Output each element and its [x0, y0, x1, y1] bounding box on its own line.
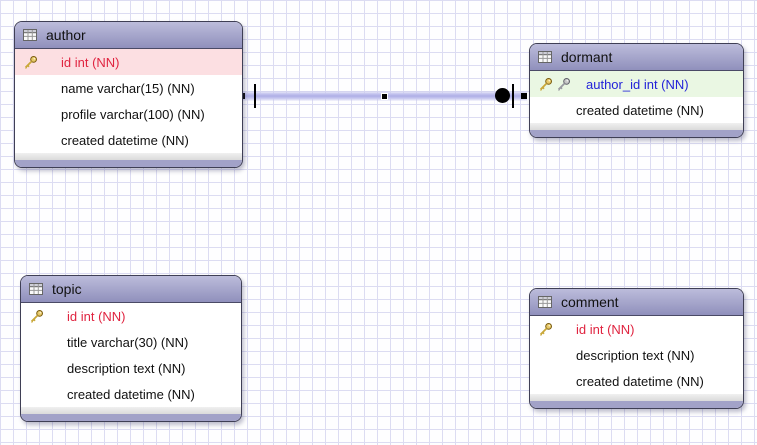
primary-key-icon — [29, 309, 44, 324]
table-header-comment[interactable]: comment — [530, 289, 743, 316]
table-comment[interactable]: comment id int (NN) description text (NN… — [529, 288, 744, 409]
table-icon — [538, 296, 552, 308]
table-icon — [29, 283, 43, 295]
one-cardinality-tick-left — [254, 84, 256, 108]
table-title: comment — [561, 294, 619, 310]
column-row-id[interactable]: id int (NN) — [21, 303, 241, 329]
column-text: created datetime (NN) — [61, 132, 189, 148]
column-row-created[interactable]: created datetime (NN) — [21, 381, 241, 407]
foreign-key-icon — [556, 77, 571, 92]
column-text: id int (NN) — [67, 308, 126, 324]
table-header-author[interactable]: author — [15, 22, 242, 49]
table-dormant[interactable]: dormant author_id int (NN) created datet… — [529, 43, 744, 138]
table-icon — [23, 29, 37, 41]
table-title: topic — [52, 281, 82, 297]
column-row-id[interactable]: id int (NN) — [15, 49, 242, 75]
column-row-created[interactable]: created datetime (NN) — [15, 127, 242, 153]
column-row-id[interactable]: id int (NN) — [530, 316, 743, 342]
column-row-title[interactable]: title varchar(30) (NN) — [21, 329, 241, 355]
column-row-created[interactable]: created datetime (NN) — [530, 97, 743, 123]
table-author[interactable]: author id int (NN) name varchar(15) (NN)… — [14, 21, 243, 168]
primary-key-icon — [538, 322, 553, 337]
column-row-name[interactable]: name varchar(15) (NN) — [15, 75, 242, 101]
column-text: profile varchar(100) (NN) — [61, 106, 205, 122]
relationship-midpoint-handle[interactable] — [381, 93, 388, 100]
table-header-topic[interactable]: topic — [21, 276, 241, 303]
column-icons — [15, 55, 61, 70]
column-row-description[interactable]: description text (NN) — [530, 342, 743, 368]
table-title: dormant — [561, 49, 613, 65]
column-icons — [530, 322, 576, 337]
column-text: id int (NN) — [576, 321, 635, 337]
primary-key-icon — [23, 55, 38, 70]
column-text: author_id int (NN) — [586, 76, 689, 92]
column-icons — [530, 77, 586, 92]
table-footer — [21, 407, 241, 421]
primary-key-icon — [538, 77, 553, 92]
column-text: created datetime (NN) — [576, 373, 704, 389]
one-cardinality-tick-right — [512, 84, 514, 108]
table-header-dormant[interactable]: dormant — [530, 44, 743, 71]
column-text: created datetime (NN) — [576, 102, 704, 118]
table-footer — [530, 394, 743, 408]
column-row-author-id[interactable]: author_id int (NN) — [530, 71, 743, 97]
column-text: name varchar(15) (NN) — [61, 80, 195, 96]
column-icons — [21, 309, 67, 324]
table-footer — [530, 123, 743, 137]
table-title: author — [46, 27, 86, 43]
column-text: description text (NN) — [67, 360, 186, 376]
table-topic[interactable]: topic id int (NN) title varchar(30) (NN)… — [20, 275, 242, 422]
column-text: title varchar(30) (NN) — [67, 334, 189, 350]
column-row-description[interactable]: description text (NN) — [21, 355, 241, 381]
column-text: description text (NN) — [576, 347, 695, 363]
column-row-profile[interactable]: profile varchar(100) (NN) — [15, 101, 242, 127]
column-text: id int (NN) — [61, 54, 120, 70]
table-icon — [538, 51, 552, 63]
relationship-endpoint-square-right[interactable] — [521, 93, 527, 99]
filled-circle-cardinality-marker — [495, 88, 510, 103]
column-row-created[interactable]: created datetime (NN) — [530, 368, 743, 394]
table-footer — [15, 153, 242, 167]
column-text: created datetime (NN) — [67, 386, 195, 402]
